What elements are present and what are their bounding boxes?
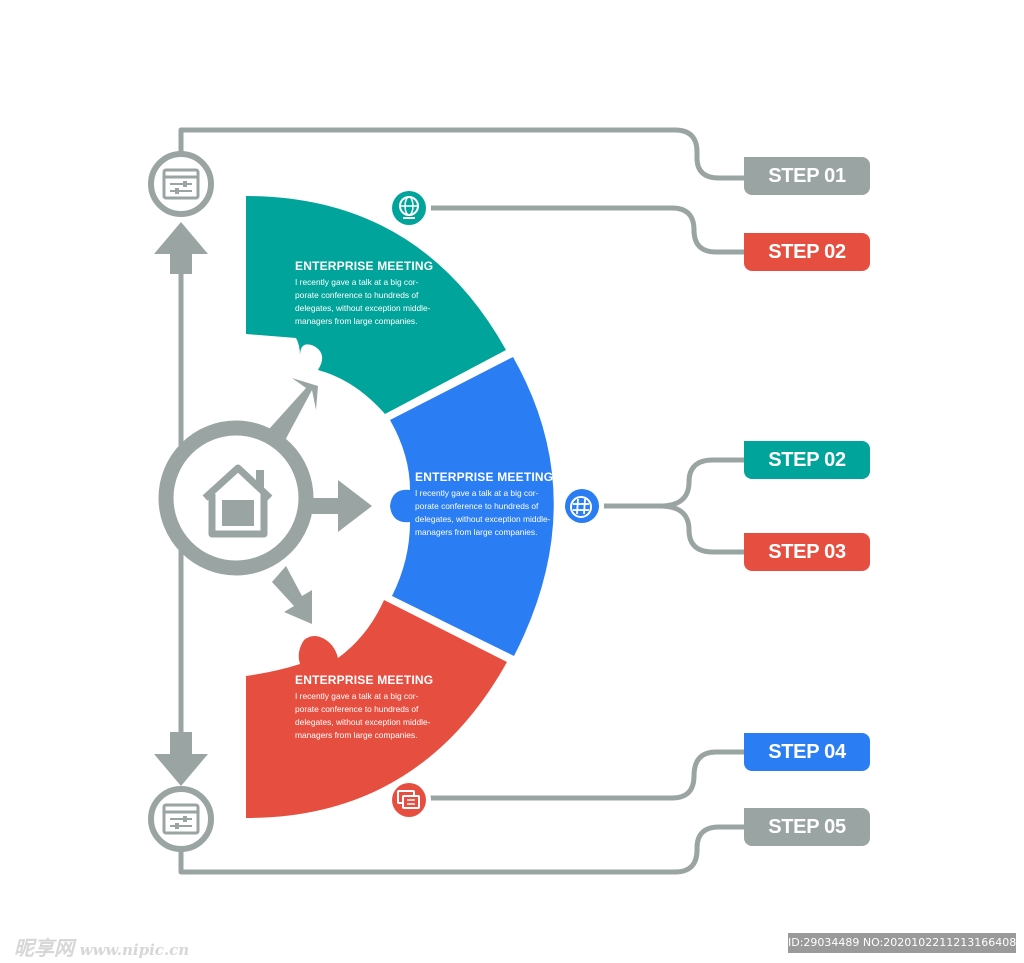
calendar-sliders-icon-top xyxy=(148,151,214,217)
watermark-brand-text: 昵享网 xyxy=(14,938,74,960)
card-body: I recently gave a talk at a big cor-pora… xyxy=(415,488,551,537)
connector-step-05 xyxy=(178,824,748,875)
card-red: ENTERPRISE MEETING I recently gave a tal… xyxy=(295,673,435,742)
globe-icon xyxy=(387,186,431,230)
center-hub xyxy=(158,378,372,624)
card-blue: ENTERPRISE MEETING I recently gave a tal… xyxy=(415,470,555,539)
step-label-02-teal: STEP 02 xyxy=(744,441,870,479)
blue-segment xyxy=(390,357,554,656)
step-label-02-red: STEP 02 xyxy=(744,233,870,271)
connector-step-02-teal xyxy=(601,457,748,509)
watermark-id: ID:29034489 NO:20201022112131664082 xyxy=(788,933,1023,953)
connector-step-04 xyxy=(427,749,748,801)
chat-bubbles-icon xyxy=(387,778,431,822)
step-label-04: STEP 04 xyxy=(744,733,870,771)
red-segment xyxy=(246,600,507,818)
teal-segment xyxy=(246,196,506,414)
calendar-sliders-icon-bottom xyxy=(148,786,214,852)
card-title: ENTERPRISE MEETING xyxy=(415,470,554,484)
hashtag-icon xyxy=(560,484,604,528)
watermark-brand: 昵享网 www.nipic.cn xyxy=(14,932,189,961)
step-label-03: STEP 03 xyxy=(744,533,870,571)
connector-step-02-red xyxy=(427,205,748,255)
connector-step-03 xyxy=(657,503,748,555)
arrow-up-icon xyxy=(154,222,208,274)
card-body: I recently gave a talk at a big cor-pora… xyxy=(295,277,431,326)
card-body: I recently gave a talk at a big cor-pora… xyxy=(295,691,431,740)
step-label-05: STEP 05 xyxy=(744,808,870,846)
card-title: ENTERPRISE MEETING xyxy=(295,673,434,687)
connector-step-01 xyxy=(178,127,748,181)
arrow-down-icon xyxy=(154,732,208,786)
card-title: ENTERPRISE MEETING xyxy=(295,259,434,273)
card-teal: ENTERPRISE MEETING I recently gave a tal… xyxy=(295,259,435,328)
step-label-01: STEP 01 xyxy=(744,157,870,195)
watermark-url: www.nipic.cn xyxy=(79,941,190,959)
